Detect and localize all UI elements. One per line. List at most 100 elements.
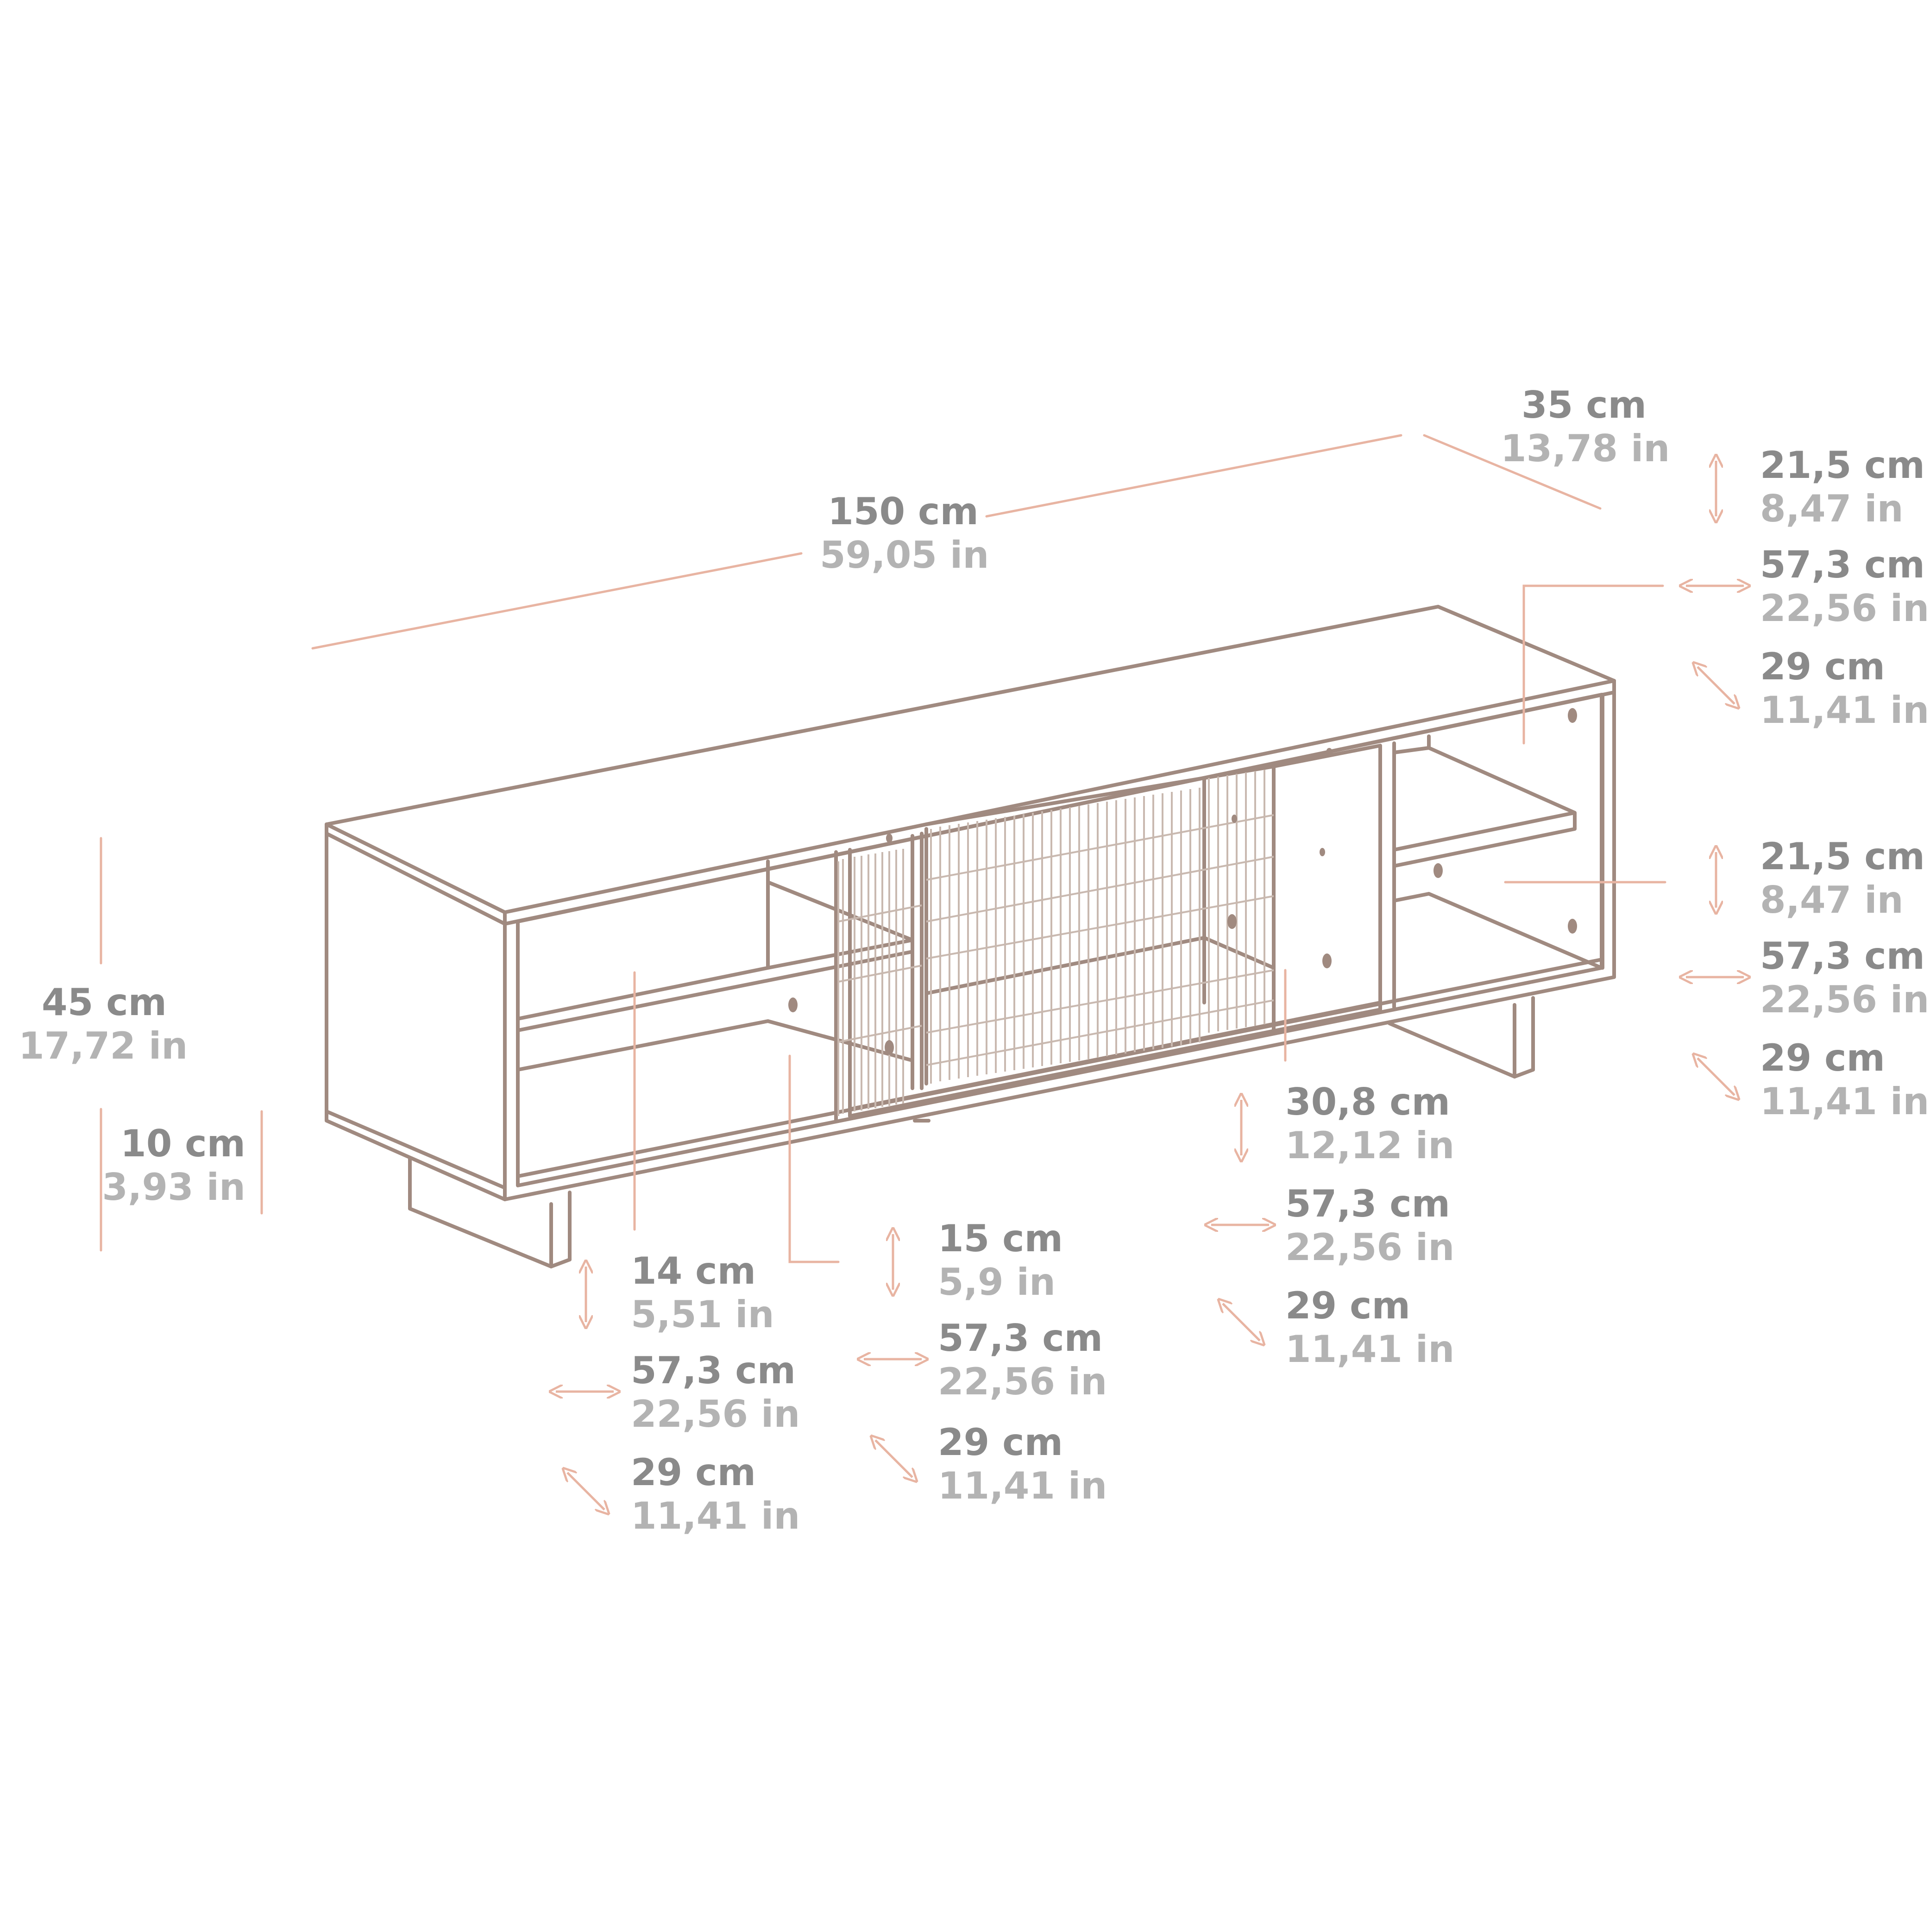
leg-right [1388, 996, 1535, 1079]
left-bottom-height-cm: 14 cm [631, 1249, 756, 1292]
cabinet-top-edge [325, 690, 1616, 926]
pin-hole [1227, 914, 1237, 929]
right-bottom-width-label: 57,3 cm 22,56 in [1760, 938, 1929, 1018]
right-bottom-depth-in: 11,41 in [1760, 1080, 1930, 1123]
left-top-depth-label: 29 cm 11,41 in [938, 1424, 1107, 1505]
height-label: 45 cm 17,72 in [19, 981, 188, 1067]
left-top-height-label: 15 cm 5,9 in [938, 1220, 1063, 1301]
left-bottom-depth-label: 29 cm 11,41 in [631, 1454, 800, 1535]
center-height-cm: 30,8 cm [1285, 1080, 1451, 1123]
right-top-height-label: 21,5 cm 8,47 in [1760, 447, 1925, 527]
left-top-width-cm: 57,3 cm [938, 1317, 1103, 1360]
width-label: 150 cm 59,05 in [820, 493, 989, 577]
center-bottom [848, 1001, 1382, 1118]
depth-line [1423, 434, 1602, 510]
right-top-depth-cm: 29 cm [1760, 645, 1885, 688]
legs-cm: 10 cm [120, 1122, 245, 1165]
left-compartment-back [766, 859, 914, 942]
right-top-depth-in: 11,41 in [1760, 689, 1930, 732]
center-depth-label: 29 cm 11,41 in [1285, 1287, 1454, 1368]
pin-hole [1568, 708, 1577, 723]
shelf-pins [788, 708, 1577, 1055]
center-left-door [920, 827, 928, 1090]
right-top-width-in: 22,56 in [1760, 587, 1930, 630]
left-bottom-depth-in: 11,41 in [631, 1494, 800, 1537]
right-top-width-label: 57,3 cm 22,56 in [1760, 546, 1929, 627]
left-top-height-in: 5,9 in [938, 1261, 1056, 1304]
legs-in: 3,93 in [102, 1166, 245, 1209]
arrow-diagonal [1223, 1304, 1260, 1341]
cabinet-left-side-inner [325, 1110, 507, 1190]
leg-left [408, 1156, 572, 1268]
dimension-lines [100, 434, 1666, 1263]
right-bottom-width-cm: 57,3 cm [1760, 935, 1925, 978]
leader-left-shelf-top [788, 1054, 840, 1263]
height-cm: 45 cm [42, 981, 167, 1024]
right-bottom-height-label: 21,5 cm 8,47 in [1760, 838, 1925, 919]
width-line [311, 434, 1402, 650]
right-bottom-depth-label: 29 cm 11,41 in [1760, 1040, 1929, 1120]
height-in: 17,72 in [19, 1024, 188, 1067]
center-height-label: 30,8 cm 12,12 in [1285, 1084, 1454, 1164]
left-top-height-cm: 15 cm [938, 1217, 1063, 1260]
pin-hole [1568, 919, 1577, 934]
center-divider [1272, 741, 1396, 1011]
pin-hole [1320, 848, 1325, 856]
right-top-depth-label: 29 cm 11,41 in [1760, 648, 1929, 729]
center-height-in: 12,12 in [1285, 1124, 1455, 1167]
center-depth-cm: 29 cm [1285, 1284, 1410, 1327]
depth-cm: 35 cm [1521, 383, 1647, 427]
cabinet-front-frame-outer [503, 679, 1616, 1201]
left-bottom-width-cm: 57,3 cm [631, 1349, 796, 1392]
left-top-depth-cm: 29 cm [938, 1421, 1063, 1464]
center-right-door [1202, 765, 1276, 1032]
depth-label: 35 cm 13,78 in [1501, 383, 1670, 470]
left-shelf [516, 880, 914, 1072]
legs-label: 10 cm 3,93 in [93, 1125, 245, 1206]
cabinet [325, 605, 1616, 1268]
arrow-diagonal [875, 1440, 912, 1477]
pin-hole [1322, 953, 1332, 968]
pin-hole [886, 834, 893, 843]
arrow-diagonal [1697, 667, 1735, 704]
center-width-label: 57,3 cm 22,56 in [1285, 1186, 1454, 1266]
arrow-diagonal [1697, 1058, 1735, 1095]
center-depth-in: 11,41 in [1285, 1328, 1455, 1371]
center-back-top [924, 765, 1276, 826]
right-top-height-in: 8,47 in [1760, 487, 1904, 530]
door-slats [837, 770, 1274, 1116]
cabinet-top [325, 605, 1616, 914]
left-bottom-width-label: 57,3 cm 22,56 in [631, 1352, 800, 1433]
pin-hole [788, 997, 798, 1012]
depth-in: 13,78 in [1501, 427, 1670, 470]
right-bottom-width-in: 22,56 in [1760, 978, 1930, 1021]
pin-hole [885, 1040, 894, 1055]
left-bottom-width-in: 22,56 in [631, 1393, 800, 1436]
right-top-height-cm: 21,5 cm [1760, 444, 1925, 487]
center-shelf [924, 936, 1276, 995]
center-width-cm: 57,3 cm [1285, 1182, 1451, 1225]
left-bottom-height-in: 5,51 in [631, 1293, 774, 1336]
leader-right-top [1522, 584, 1664, 745]
left-bottom-depth-cm: 29 cm [631, 1451, 756, 1494]
pin-hole [1433, 863, 1443, 878]
width-in: 59,05 in [820, 533, 989, 577]
dimension-arrows [556, 461, 1744, 1510]
center-width-in: 22,56 in [1285, 1226, 1455, 1269]
right-back [1392, 734, 1603, 970]
left-top-depth-in: 11,41 in [938, 1464, 1107, 1507]
left-divider [834, 834, 914, 1123]
right-top-width-cm: 57,3 cm [1760, 543, 1925, 586]
right-shelf [1392, 746, 1577, 868]
pin-hole [1232, 815, 1237, 823]
left-bottom-height-label: 14 cm 5,51 in [631, 1253, 774, 1333]
right-bottom-depth-cm: 29 cm [1760, 1036, 1885, 1079]
pin-hole [1326, 748, 1333, 757]
right-bottom-height-cm: 21,5 cm [1760, 835, 1925, 878]
left-top-width-label: 57,3 cm 22,56 in [938, 1320, 1107, 1400]
left-top-width-in: 22,56 in [938, 1360, 1107, 1403]
arrow-diagonal [567, 1473, 604, 1510]
right-bottom-height-in: 8,47 in [1760, 878, 1904, 922]
